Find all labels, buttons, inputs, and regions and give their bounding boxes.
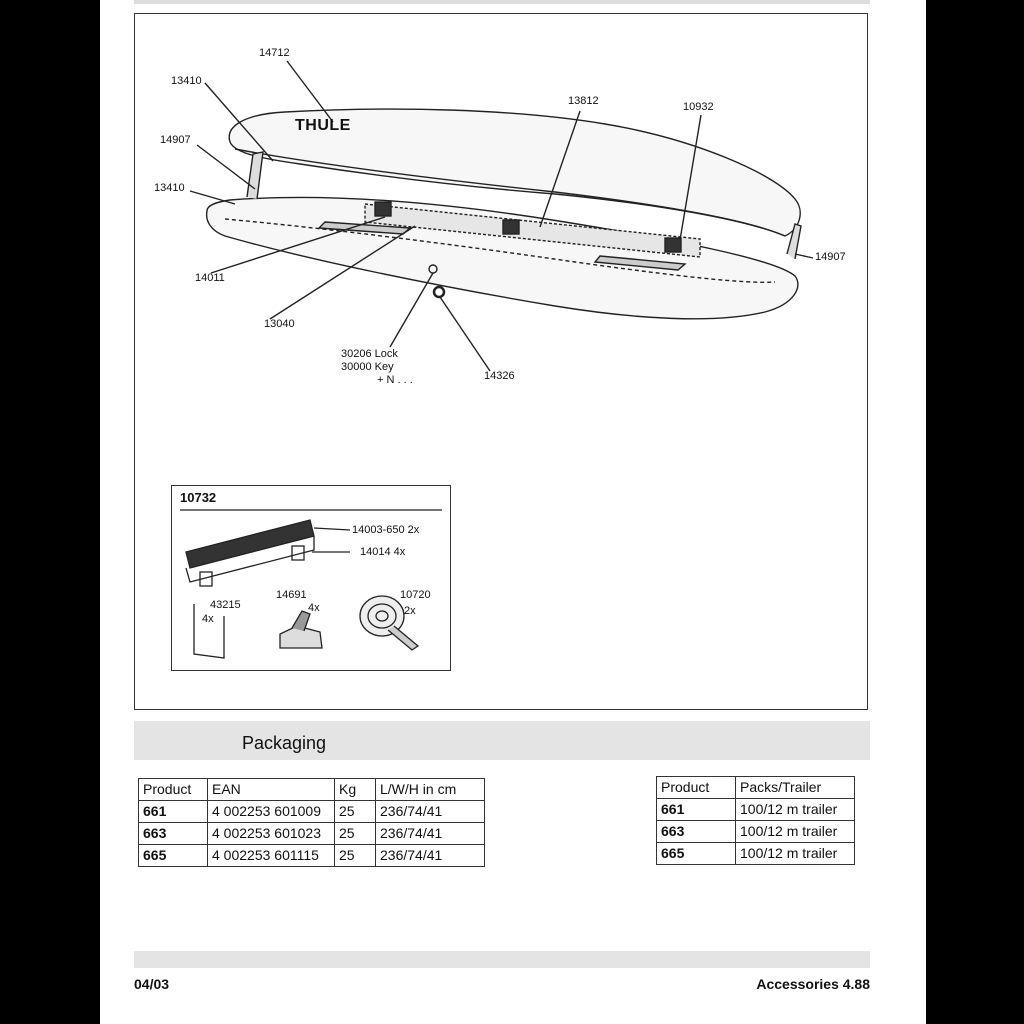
packaging-heading: Packaging — [242, 733, 327, 753]
table-cell: 665 — [138, 844, 208, 867]
part-label-14712: 14712 — [259, 47, 290, 59]
table-row: 665 4 002253 601115 25 236/74/41 — [138, 844, 485, 867]
col-header: Kg — [334, 778, 376, 801]
table-cell: 236/74/41 — [375, 822, 485, 845]
table-cell: 4 002253 601115 — [207, 844, 335, 867]
part-label-14907-left: 14907 — [160, 134, 191, 146]
table-cell: 665 — [656, 842, 736, 865]
table-row: 665 100/12 m trailer — [656, 842, 855, 865]
table-cell: 236/74/41 — [375, 800, 485, 823]
table-row: 663 4 002253 601023 25 236/74/41 — [138, 822, 485, 845]
table-cell: 663 — [138, 822, 208, 845]
packs-trailer-table: Product Packs/Trailer 661 100/12 m trail… — [656, 776, 855, 865]
table-cell: 663 — [656, 820, 736, 843]
table-cell: 100/12 m trailer — [735, 820, 855, 843]
document-page: THULE 14712 13410 14907 13410 13812 1093… — [100, 0, 926, 1024]
part-label-13040: 13040 — [264, 318, 295, 330]
footer-date: 04/03 — [134, 976, 170, 992]
table-cell: 4 002253 601009 — [207, 800, 335, 823]
col-header: Packs/Trailer — [735, 776, 855, 799]
top-rule — [134, 0, 870, 4]
brand-logo: THULE — [295, 117, 351, 134]
part-label-13410-bottom: 13410 — [154, 182, 185, 194]
kit-label-10720: 10720 — [400, 589, 431, 601]
part-label-30000-key: 30000 Key — [341, 361, 394, 373]
table-header-row: Product Packs/Trailer — [656, 776, 855, 799]
table-row: 661 4 002253 601009 25 236/74/41 — [138, 800, 485, 823]
kit-label-14014: 14014 4x — [360, 546, 406, 558]
table-cell: 100/12 m trailer — [735, 842, 855, 865]
part-label-13812: 13812 — [568, 95, 599, 107]
table-cell: 661 — [138, 800, 208, 823]
kit-label-14691-qty: 4x — [308, 602, 320, 614]
table-cell: 25 — [334, 822, 376, 845]
kit-label-14003: 14003-650 2x — [352, 524, 420, 536]
part-label-13410-top: 13410 — [171, 75, 202, 87]
table-cell: 4 002253 601023 — [207, 822, 335, 845]
table-cell: 25 — [334, 800, 376, 823]
table-cell: 100/12 m trailer — [735, 798, 855, 821]
part-label-14907-right: 14907 — [815, 251, 846, 263]
roof-box-drawing — [189, 60, 814, 372]
kit-label-43215: 43215 — [210, 599, 241, 611]
footer-section: Accessories 4.88 — [756, 976, 870, 992]
exploded-parts-diagram: THULE 14712 13410 14907 13410 13812 1093… — [134, 13, 868, 710]
footer-band — [134, 951, 870, 968]
col-header: L/W/H in cm — [375, 778, 485, 801]
inset-title: 10732 — [180, 490, 217, 505]
table-row: 663 100/12 m trailer — [656, 820, 855, 843]
kit-10732-inset: 10732 14 — [171, 485, 451, 671]
table-cell: 25 — [334, 844, 376, 867]
kit-label-10720-qty: 2x — [404, 605, 416, 617]
kit-label-43215-qty: 4x — [202, 613, 214, 625]
packaging-heading-band: Packaging — [134, 721, 870, 760]
kit-parts-drawing — [180, 509, 442, 659]
table-cell: 236/74/41 — [375, 844, 485, 867]
part-label-10932: 10932 — [683, 101, 714, 113]
part-label-14326: 14326 — [484, 370, 515, 382]
col-header: EAN — [207, 778, 335, 801]
table-row: 661 100/12 m trailer — [656, 798, 855, 821]
col-header: Product — [656, 776, 736, 799]
col-header: Product — [138, 778, 208, 801]
part-label-plus-n: + N . . . — [377, 374, 413, 386]
part-label-14011: 14011 — [195, 272, 225, 284]
kit-label-14691: 14691 — [276, 589, 307, 601]
packaging-table: Product EAN Kg L/W/H in cm 661 4 002253 … — [138, 778, 485, 867]
table-cell: 661 — [656, 798, 736, 821]
part-label-30206-lock: 30206 Lock — [341, 348, 398, 360]
table-header-row: Product EAN Kg L/W/H in cm — [138, 778, 485, 801]
